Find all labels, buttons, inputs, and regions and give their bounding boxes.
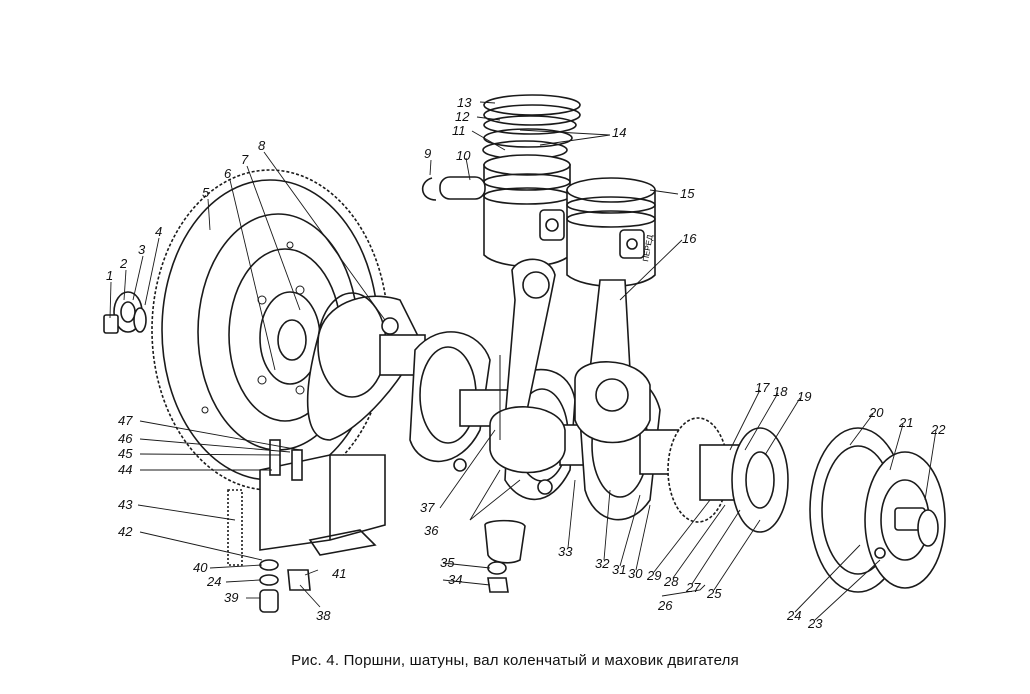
label-6: 6 bbox=[224, 166, 232, 181]
label-35: 35 bbox=[440, 555, 455, 570]
label-36: 36 bbox=[424, 523, 439, 538]
label-14: 14 bbox=[612, 125, 626, 140]
label-22: 22 bbox=[930, 422, 946, 437]
label-1: 1 bbox=[106, 268, 113, 283]
label-24-bearing: 24 bbox=[206, 574, 221, 589]
connecting-rod-left bbox=[489, 258, 566, 474]
label-31: 31 bbox=[612, 562, 626, 577]
label-33: 33 bbox=[558, 544, 573, 559]
label-4: 4 bbox=[155, 224, 162, 239]
piston-left bbox=[421, 94, 581, 268]
part-number-labels: 1 2 3 4 5 6 7 8 9 10 11 12 13 14 15 16 1… bbox=[106, 95, 946, 631]
label-17: 17 bbox=[755, 380, 770, 395]
label-26: 26 bbox=[657, 598, 673, 613]
label-21: 21 bbox=[898, 415, 913, 430]
label-13: 13 bbox=[457, 95, 472, 110]
label-41: 41 bbox=[332, 566, 346, 581]
connecting-rod-right bbox=[574, 279, 651, 444]
piston-right bbox=[566, 177, 656, 288]
label-43: 43 bbox=[118, 497, 133, 512]
label-39: 39 bbox=[224, 590, 238, 605]
label-9: 9 bbox=[424, 146, 431, 161]
label-10: 10 bbox=[456, 148, 471, 163]
label-2: 2 bbox=[119, 256, 128, 271]
rod-cap-with-nut bbox=[484, 519, 526, 593]
label-12: 12 bbox=[455, 109, 470, 124]
figure-caption: Рис. 4. Поршни, шатуны, вал коленчатый и… bbox=[291, 652, 739, 669]
label-29: 29 bbox=[646, 568, 661, 583]
label-25: 25 bbox=[706, 586, 722, 601]
label-47: 47 bbox=[118, 413, 133, 428]
leader-lines bbox=[109, 101, 937, 621]
label-27: 27 bbox=[685, 580, 701, 595]
label-34: 34 bbox=[448, 572, 462, 587]
label-8: 8 bbox=[258, 138, 266, 153]
label-46: 46 bbox=[118, 431, 133, 446]
label-23: 23 bbox=[807, 616, 823, 631]
label-42: 42 bbox=[118, 524, 133, 539]
label-16: 16 bbox=[682, 231, 697, 246]
label-7: 7 bbox=[241, 152, 249, 167]
label-18: 18 bbox=[773, 384, 788, 399]
crankshaft-pulley bbox=[809, 427, 946, 593]
flywheel-bolt-assembly bbox=[103, 291, 147, 334]
label-11: 11 bbox=[452, 123, 466, 138]
label-37: 37 bbox=[420, 500, 435, 515]
label-24-pulley: 24 bbox=[786, 608, 801, 623]
label-15: 15 bbox=[680, 186, 695, 201]
label-44: 44 bbox=[118, 462, 132, 477]
label-38: 38 bbox=[316, 608, 331, 623]
label-5: 5 bbox=[202, 185, 210, 200]
label-3: 3 bbox=[138, 242, 146, 257]
label-32: 32 bbox=[595, 556, 610, 571]
label-45: 45 bbox=[118, 446, 133, 461]
label-20: 20 bbox=[868, 405, 884, 420]
label-19: 19 bbox=[797, 389, 811, 404]
label-28: 28 bbox=[663, 574, 679, 589]
timing-gear bbox=[667, 417, 789, 533]
label-30: 30 bbox=[628, 566, 643, 581]
label-40: 40 bbox=[193, 560, 208, 575]
